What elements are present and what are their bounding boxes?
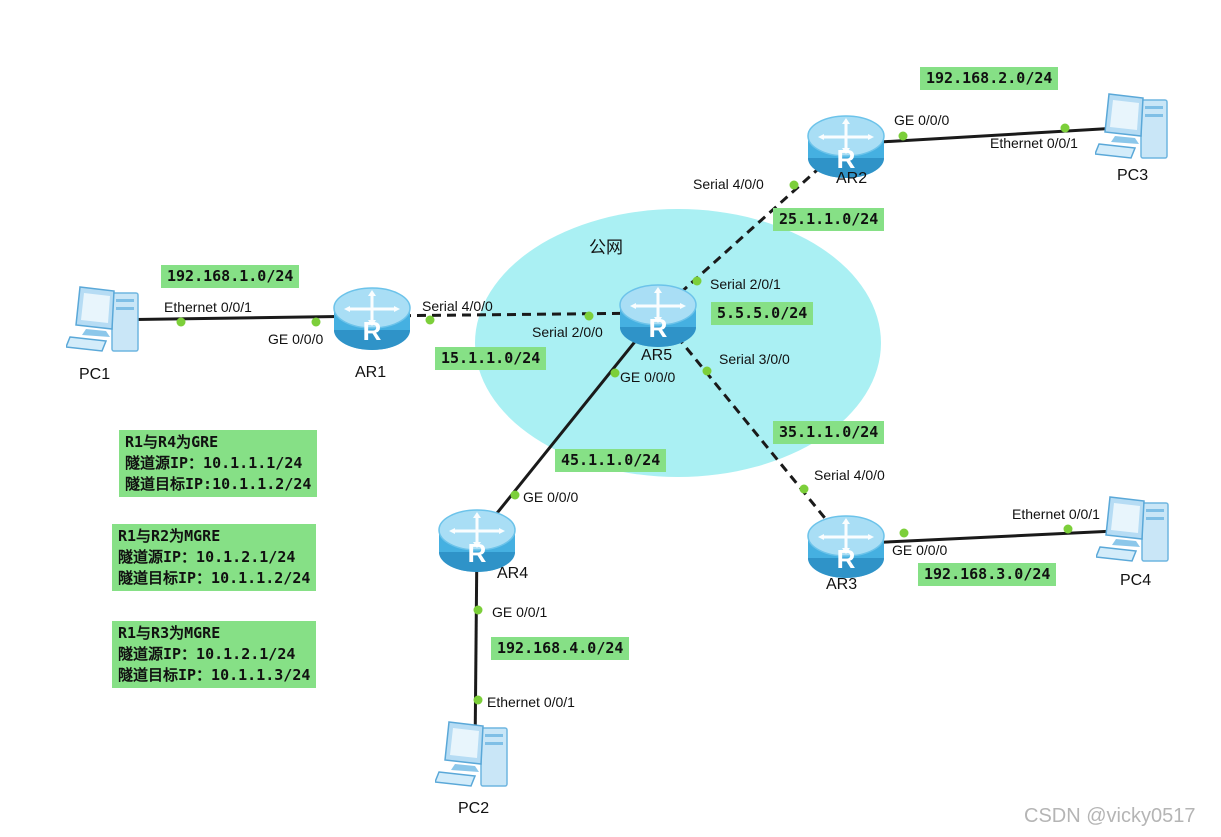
ar4-label: AR4 [497,565,529,582]
subnet-label-ar5-loopback: 5.5.5.0/24 [711,302,814,325]
tunnel-note-line: R1与R3为MGRE [118,624,221,642]
tunnel-note-r1-r4: R1与R4为GRE 隧道源IP：10.1.1.1/24 隧道目标IP:10.1.… [119,430,318,497]
subnet-label-ar5-ar4: 45.1.1.0/24 [555,449,667,472]
port-dot-ar5-ar2-to [789,180,799,190]
ar5-serial200-port-label: Serial 2/0/0 [532,324,603,340]
port-dot-ar4-pc2-from [473,605,483,615]
pc4-label: PC4 [1120,572,1152,589]
tunnel-note-line: 隧道源IP：10.1.1.1/24 [125,454,303,472]
port-dot-ar1-ar5-from [425,315,435,325]
ar1-serial-port-label: Serial 4/0/0 [422,298,493,314]
tunnel-note-r1-r2: R1与R2为MGRE 隧道源IP：10.1.2.1/24 隧道目标IP：10.1… [112,524,317,591]
link-ar5-ar2 [656,142,848,315]
pc2-label: PC2 [458,800,490,817]
subnet-label-ar3-pc4: 192.168.3.0/24 [918,563,1057,586]
pc3-port-label: Ethernet 0/0/1 [990,135,1078,151]
ar1-router-icon[interactable] [333,287,411,351]
subnet-label-ar2-pc3: 192.168.2.0/24 [920,67,1059,90]
port-dot-ar5-ar2-from [692,276,702,286]
subnet-label-pc1-ar1: 192.168.1.0/24 [161,265,300,288]
pc4-pc-icon[interactable] [1096,496,1169,562]
port-dot-ar3-pc4-to [1063,524,1073,534]
ar5-router-icon[interactable] [619,284,697,348]
port-dot-ar2-pc3-to [1060,123,1070,133]
tunnel-note-line: R1与R4为GRE [125,433,219,451]
ar5-serial201-port-label: Serial 2/0/1 [710,276,781,292]
port-dot-ar1-ar5-to [584,311,594,321]
link-ar4-pc2 [473,537,479,756]
link-ar1-ar5 [371,311,659,318]
ar2-label: AR2 [836,170,868,187]
link-ar3-pc4 [845,528,1137,546]
tunnel-note-line: 隧道源IP：10.1.2.1/24 [118,548,296,566]
tunnel-note-r1-r3: R1与R3为MGRE 隧道源IP：10.1.2.1/24 隧道目标IP：10.1… [112,621,317,688]
tunnel-note-line: 隧道目标IP：10.1.1.2/24 [118,569,311,587]
ar2-serial-port-label: Serial 4/0/0 [693,176,764,192]
port-dot-ar5-ar3-to [799,484,809,494]
port-dot-ar2-pc3-from [898,131,908,141]
pc3-label: PC3 [1117,167,1149,184]
port-dot-ar5-ar4-to [510,490,520,500]
port-dot-ar4-pc2-to [473,695,483,705]
ar5-serial300-port-label: Serial 3/0/0 [719,351,790,367]
link-pc1-ar1 [105,314,373,322]
pc1-label: PC1 [79,366,111,383]
ar5-label: AR5 [641,347,673,364]
pc2-pc-icon[interactable] [435,721,508,787]
port-dot-pc1-ar1-to [311,317,321,327]
link-ar2-pc3 [845,125,1136,146]
ar2-ge-port-label: GE 0/0/0 [894,112,950,128]
subnet-label-ar4-pc2: 192.168.4.0/24 [491,637,630,660]
ar5-ge-port-label: GE 0/0/0 [620,369,676,385]
link-ar5-ar3 [656,312,848,545]
ar3-router-icon[interactable] [807,515,885,579]
tunnel-note-line: 隧道目标IP:10.1.1.2/24 [125,475,312,493]
ar3-ge-port-label: GE 0/0/0 [892,542,948,558]
subnet-label-ar5-ar3: 35.1.1.0/24 [773,421,885,444]
tunnel-note-line: 隧道目标IP：10.1.1.3/24 [118,666,311,684]
ar2-router-icon[interactable] [807,115,885,179]
ar3-label: AR3 [826,576,858,593]
public-network-label: 公网 [589,238,623,258]
tunnel-note-line: R1与R2为MGRE [118,527,221,545]
pc2-port-label: Ethernet 0/0/1 [487,694,575,710]
pc3-pc-icon[interactable] [1095,93,1168,159]
pc1-pc-icon[interactable] [66,286,139,352]
ar4-ge000-port-label: GE 0/0/0 [523,489,579,505]
port-dot-ar3-pc4-from [899,528,909,538]
ar4-ge001-port-label: GE 0/0/1 [492,604,548,620]
watermark: CSDN @vicky0517 [1024,805,1196,827]
link-ar5-ar4 [475,312,660,539]
ar4-router-icon[interactable] [438,509,516,573]
ar1-ge-port-label: GE 0/0/0 [268,331,324,347]
pc4-port-label: Ethernet 0/0/1 [1012,506,1100,522]
pc1-port-label: Ethernet 0/0/1 [164,299,252,315]
port-dot-ar5-ar4-from [610,368,620,378]
subnet-label-ar5-ar2: 25.1.1.0/24 [773,208,885,231]
port-dot-pc1-ar1-from [176,317,186,327]
tunnel-note-line: 隧道源IP：10.1.2.1/24 [118,645,296,663]
ar3-serial-port-label: Serial 4/0/0 [814,467,885,483]
subnet-label-ar1-ar5: 15.1.1.0/24 [435,347,547,370]
ar1-label: AR1 [355,364,387,381]
port-dot-ar5-ar3-from [702,366,712,376]
